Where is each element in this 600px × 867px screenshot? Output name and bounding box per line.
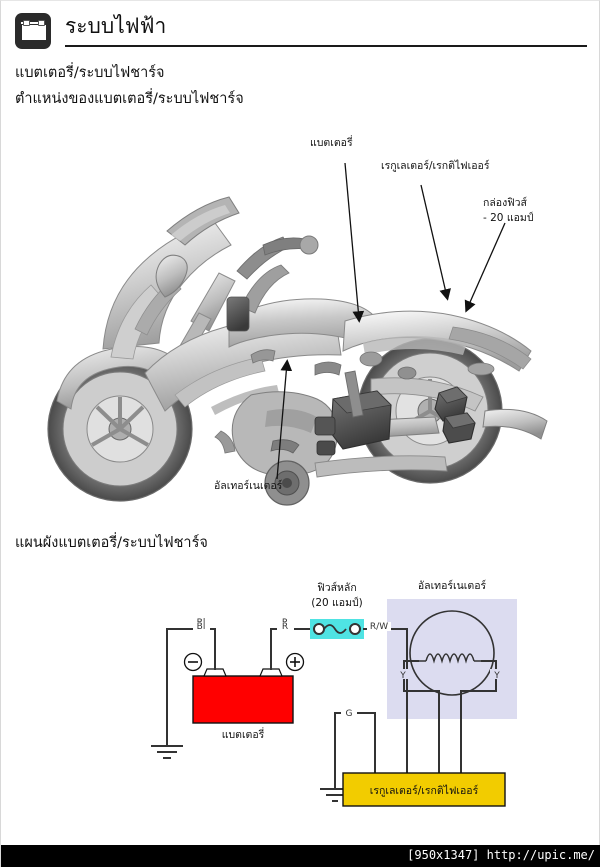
regulator-rectifier-box bbox=[342, 772, 506, 807]
alternator-coil bbox=[418, 653, 482, 664]
ground-symbol-battery bbox=[151, 745, 183, 759]
callout-label-fuse-box-line2: - 20 แอมป์ bbox=[483, 212, 534, 224]
callout-label-fuse-box-line1: กล่องฟิวส์ bbox=[483, 197, 527, 209]
footer-bar: [950x1347] http://upic.me/ bbox=[1, 845, 600, 867]
battery-icon-body bbox=[21, 24, 47, 41]
battery-icon bbox=[15, 13, 51, 49]
fuse-highlight bbox=[310, 619, 364, 639]
battery-icon-terminal-left bbox=[23, 20, 30, 26]
wire-label-y-right: Y bbox=[493, 671, 500, 681]
diagram-fuse-label-line2: (20 แอมป์) bbox=[311, 596, 363, 609]
alternator-circle bbox=[409, 610, 495, 696]
tail-cowl bbox=[448, 326, 532, 370]
battery-body bbox=[192, 675, 294, 724]
motorcycle-illustration-area: แบตเตอรี่ เรกูเลเตอร์/เรกติไฟเออร์ กล่อง… bbox=[15, 111, 587, 511]
rear-shock bbox=[344, 370, 364, 418]
battery-negative-symbol bbox=[183, 652, 203, 672]
handlebar bbox=[240, 264, 290, 314]
battery-positive-symbol bbox=[285, 652, 305, 672]
wiring-diagram-svg: แบตเตอรี่ Bl R Bl R bbox=[151, 579, 517, 807]
diagram-alternator-label: อัลเทอร์เนเตอร์ bbox=[418, 579, 487, 592]
callout-leader-lines bbox=[276, 162, 506, 480]
wire-label-bl-text: Bl bbox=[197, 622, 206, 632]
section-heading-wiring-diagram: แผนผังแบตเตอรี่/ระบบไฟชาร์จ bbox=[15, 535, 208, 551]
section-heading-battery-charging: แบตเตอรี่/ระบบไฟชาร์จ bbox=[15, 65, 165, 81]
header-divider bbox=[65, 45, 587, 47]
alternator-panel-background bbox=[387, 599, 517, 719]
diagram-regulator-label: เรกูเลเตอร์/เรกติไฟเออร์ bbox=[370, 784, 479, 797]
instrument-cluster bbox=[226, 296, 250, 332]
fuse-symbol bbox=[313, 623, 361, 635]
diagram-battery-label: แบตเตอรี่ bbox=[222, 727, 265, 741]
battery-wiring bbox=[166, 628, 312, 747]
page-title: ระบบไฟฟ้า bbox=[65, 14, 167, 38]
callout-label-battery: แบตเตอรี่ bbox=[310, 137, 353, 149]
diagram-fuse-label-line1: ฟิวส์หลัก bbox=[317, 581, 356, 594]
callout-label-regulator-rectifier: เรกูเลเตอร์/เรกติไฟเออร์ bbox=[381, 160, 490, 172]
regulator-component bbox=[434, 386, 468, 422]
callout-label-alternator: อัลเทอร์เนเตอร์ bbox=[214, 480, 283, 492]
muffler bbox=[482, 408, 548, 440]
mirror bbox=[155, 254, 188, 298]
battery-icon-lid bbox=[21, 22, 45, 25]
exhaust bbox=[314, 455, 448, 478]
footer-source-text: [950x1347] http://upic.me/ bbox=[407, 848, 595, 862]
motorcycle-illustration bbox=[47, 162, 548, 506]
wire-label-g: G bbox=[346, 709, 353, 719]
wire-label-y-left: Y bbox=[399, 671, 406, 681]
battery-component bbox=[314, 390, 392, 456]
battery-icon-terminal-right bbox=[38, 20, 45, 26]
wiring-diagram: แบตเตอรี่ Bl R Bl R bbox=[15, 561, 587, 821]
section-heading-component-location: ตำแหน่งของแบตเตอรี่/ระบบไฟชาร์จ bbox=[15, 91, 244, 107]
wire-label-r-text: R bbox=[282, 622, 288, 632]
fuse-box-component bbox=[442, 412, 476, 444]
battery-terminal-negative-post bbox=[203, 668, 227, 677]
battery-terminal-positive-post bbox=[259, 668, 283, 677]
wire-label-rw: R/W bbox=[370, 622, 388, 632]
page-header: ระบบไฟฟ้า bbox=[15, 11, 587, 57]
alternator-y-wiring bbox=[403, 660, 497, 774]
